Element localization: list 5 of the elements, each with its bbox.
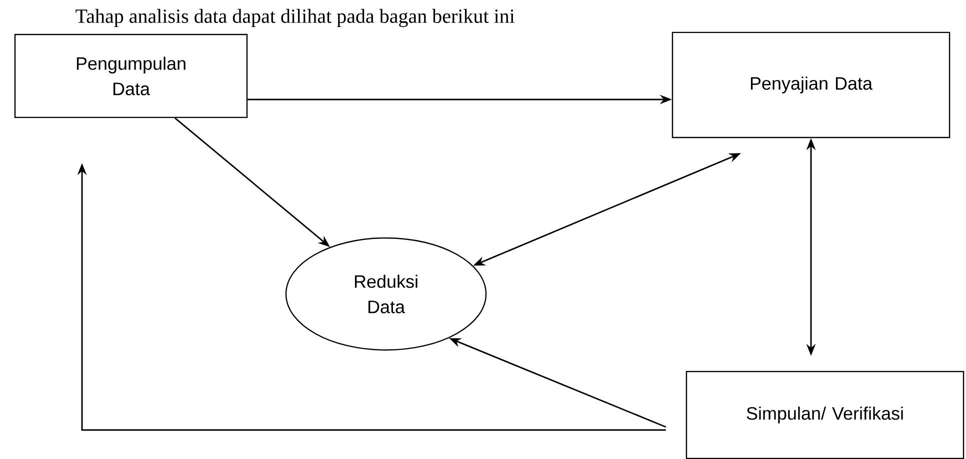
process-box: Simpulan/ Verifikasi xyxy=(686,370,964,459)
process-box: Pengumpulan Data xyxy=(14,34,248,118)
ellipse-node: Reduksi Data xyxy=(285,237,487,351)
process-box: Penyajian Data xyxy=(672,32,950,138)
title: Tahap analisis data dapat dilihat pada bagan berikut ini xyxy=(76,8,515,28)
